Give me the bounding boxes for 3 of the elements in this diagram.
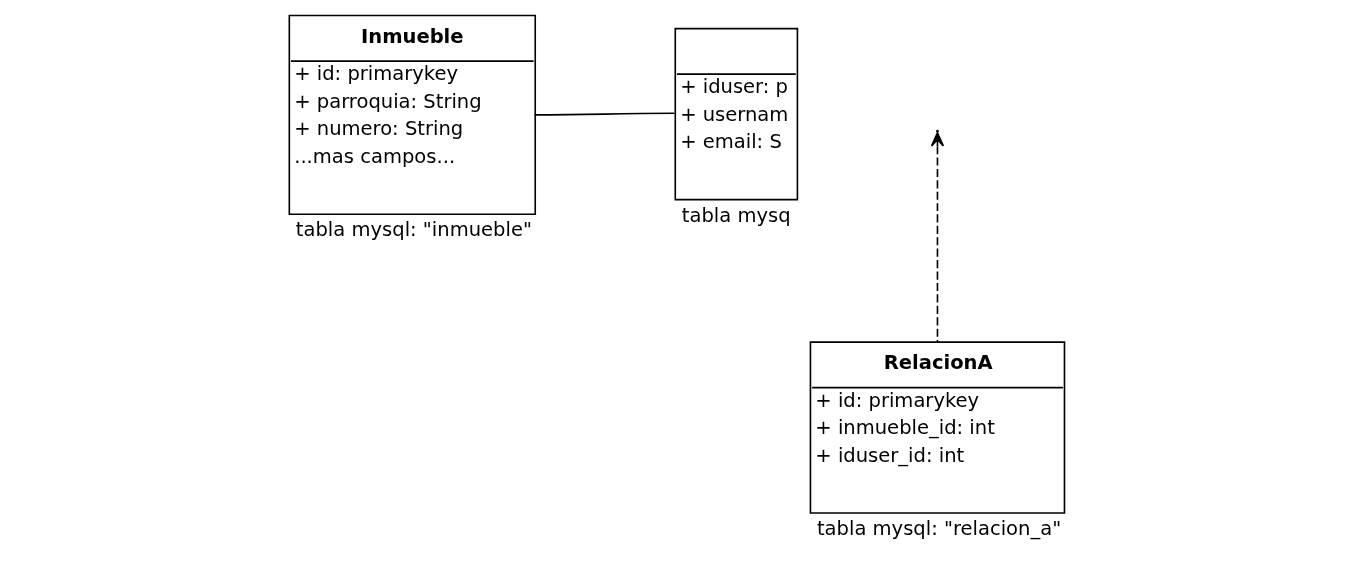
node-label: tabla mysql: "relacion_a" bbox=[816, 517, 1062, 541]
node-label: tabla mysql: "inmueble" bbox=[295, 218, 532, 242]
node-label: tabla mysq bbox=[681, 203, 791, 227]
